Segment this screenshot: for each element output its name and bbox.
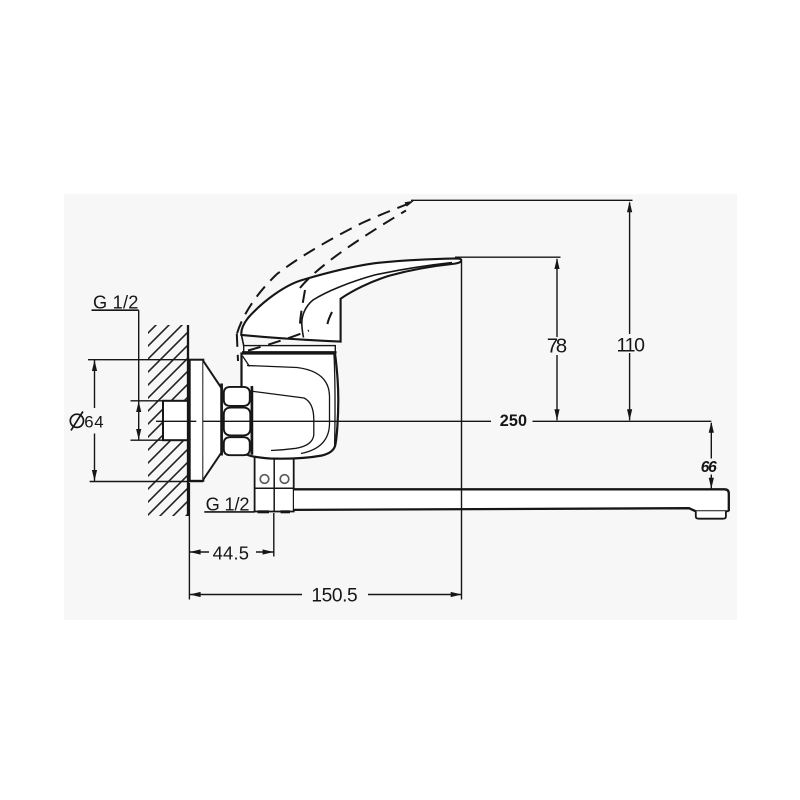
svg-text:110: 110: [617, 334, 646, 356]
svg-text:G 1/2: G 1/2: [93, 293, 138, 313]
svg-text:150.5: 150.5: [311, 585, 357, 606]
svg-text:250: 250: [500, 412, 527, 430]
svg-text:G 1/2: G 1/2: [206, 494, 250, 514]
svg-text:66: 66: [701, 459, 717, 476]
svg-text:44.5: 44.5: [213, 543, 249, 564]
svg-text:64: 64: [84, 413, 103, 432]
svg-text:78: 78: [547, 335, 567, 358]
